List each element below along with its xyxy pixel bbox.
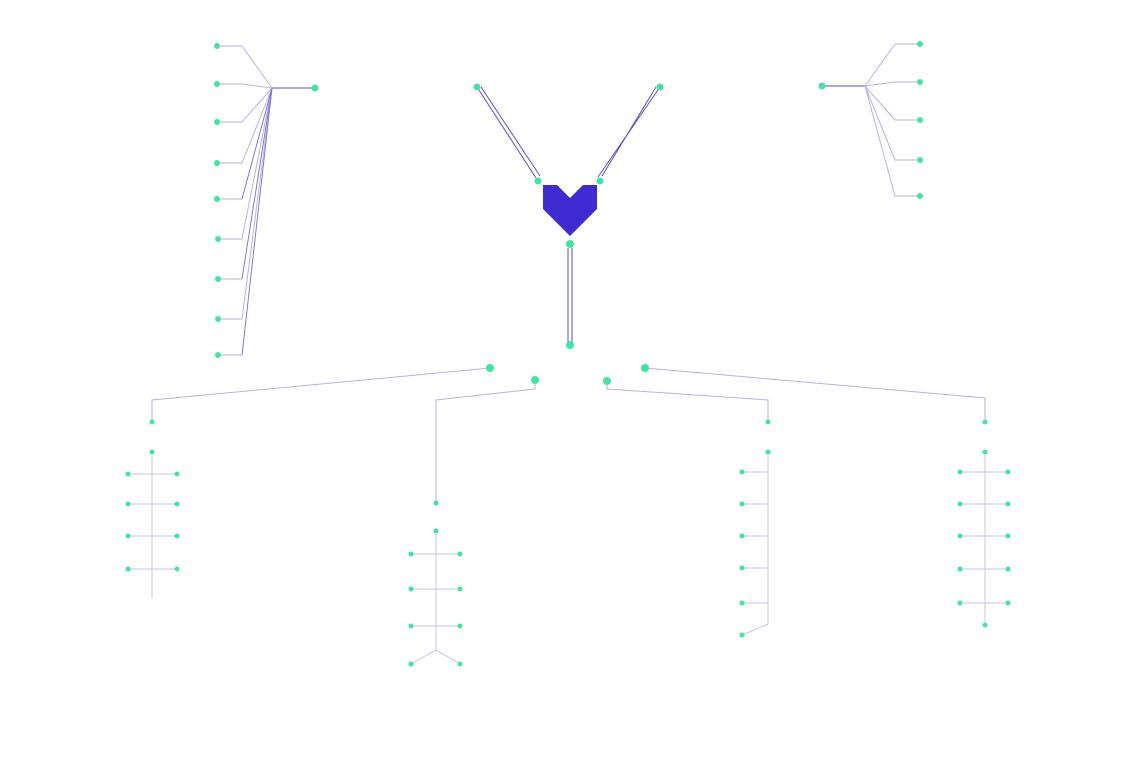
node-emblem-left (534, 177, 542, 185)
node (433, 528, 439, 534)
node (214, 160, 220, 166)
bottom-branch-connectors (151, 367, 986, 501)
top-center-nodes (473, 83, 664, 349)
node-hub (566, 341, 574, 349)
node (739, 469, 745, 475)
node (215, 352, 221, 358)
node (1005, 533, 1011, 539)
node (457, 623, 463, 629)
node (174, 566, 180, 572)
top-left-fan (217, 45, 315, 356)
node-emblem-bottom (566, 240, 574, 248)
top-right-fan (822, 43, 920, 197)
node (214, 81, 220, 87)
node (818, 82, 826, 90)
node (957, 469, 963, 475)
node (215, 276, 221, 282)
bottom-branch-4 (957, 419, 1011, 628)
node (457, 661, 463, 667)
bottom-branch-3 (739, 419, 771, 638)
node (125, 533, 131, 539)
node (214, 43, 220, 49)
node (982, 449, 988, 455)
node (1005, 469, 1011, 475)
node-top-left-connector (473, 83, 481, 91)
node (917, 157, 923, 163)
node (917, 117, 923, 123)
node-top-right-connector (656, 83, 664, 91)
node (917, 193, 923, 199)
node (739, 533, 745, 539)
node (1005, 501, 1011, 507)
node (408, 661, 414, 667)
node (957, 533, 963, 539)
node (215, 236, 221, 242)
node (1005, 566, 1011, 572)
node (149, 449, 155, 455)
node (957, 600, 963, 606)
bottom-branch-heads (486, 364, 649, 385)
node (765, 449, 771, 455)
top-left-fan-nodes (214, 43, 319, 358)
node (125, 501, 131, 507)
node-branch-4-head (641, 364, 649, 372)
node (739, 600, 745, 606)
node-branch-3-head (603, 377, 611, 385)
node (457, 551, 463, 557)
top-right-fan-nodes (818, 41, 923, 199)
node (917, 79, 923, 85)
node (739, 632, 745, 638)
node (982, 622, 988, 628)
node (174, 471, 180, 477)
bottom-branch-2 (408, 500, 463, 667)
node (174, 501, 180, 507)
node (408, 586, 414, 592)
node (408, 623, 414, 629)
heart-chevron-icon (543, 185, 597, 236)
node-branch-1-head (486, 364, 494, 372)
node (957, 501, 963, 507)
node (214, 119, 220, 125)
node (174, 533, 180, 539)
node (917, 41, 923, 47)
node (957, 566, 963, 572)
node-branch-2-head (531, 376, 539, 384)
node (125, 471, 131, 477)
node (739, 501, 745, 507)
node (739, 565, 745, 571)
node (433, 500, 439, 506)
node (214, 196, 220, 202)
top-center-connector (476, 86, 661, 343)
bottom-branch-1 (125, 419, 180, 598)
node (982, 419, 988, 425)
node (457, 586, 463, 592)
node (1005, 600, 1011, 606)
node (125, 566, 131, 572)
node (215, 316, 221, 322)
node (408, 551, 414, 557)
node (765, 419, 771, 425)
node (311, 84, 319, 92)
node (149, 419, 155, 425)
node-emblem-right (596, 177, 604, 185)
